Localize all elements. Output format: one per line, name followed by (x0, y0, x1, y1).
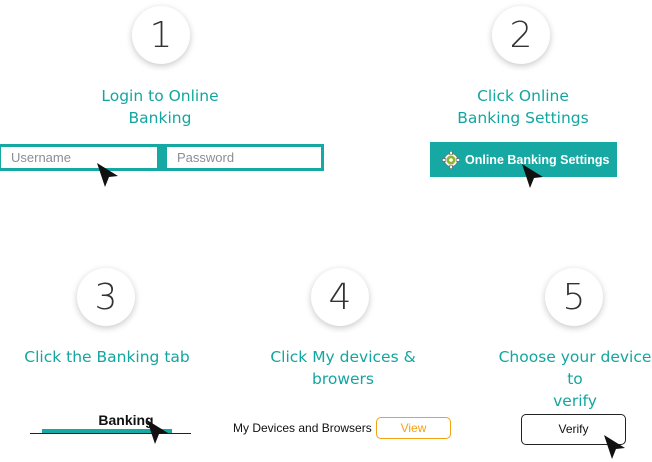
step-2-number: 2 (492, 6, 550, 64)
tab-divider (30, 433, 191, 434)
step-1-label-line-1: Login to Online (101, 87, 219, 105)
online-banking-settings-label: Online Banking Settings (465, 152, 610, 167)
view-button[interactable]: View (376, 417, 451, 439)
username-field[interactable]: Username (1, 147, 157, 168)
step-5-label-line-2: verify (553, 392, 597, 410)
password-field[interactable]: Password (167, 147, 321, 168)
step-4-label-line-1: Click My devices & (270, 348, 416, 366)
step-5-label: Choose your device to verify (492, 346, 652, 412)
banking-tab-underline (42, 429, 172, 433)
step-3-number: 3 (77, 268, 135, 326)
banking-tab[interactable]: Banking (98, 412, 154, 428)
step-2-label-line-2: Banking Settings (457, 109, 589, 127)
step-5-number: 5 (545, 268, 603, 326)
step-1-label: Login to Online Banking (80, 85, 240, 129)
arrow-cursor-icon (147, 420, 168, 444)
step-4-label-line-2: browers (311, 370, 374, 388)
online-banking-settings-button[interactable]: Online Banking Settings (430, 142, 617, 177)
my-devices-label: My Devices and Browsers (233, 421, 372, 435)
step-3-label-line-1: Click the Banking tab (24, 348, 190, 366)
step-4-number: 4 (311, 268, 369, 326)
arrow-cursor-icon (604, 435, 625, 459)
step-4-label: Click My devices & browers (262, 346, 424, 390)
verify-button[interactable]: Verify (521, 414, 626, 445)
arrow-cursor-icon (97, 163, 118, 187)
step-1-label-line-2: Banking (128, 109, 192, 127)
step-2-label: Click Online Banking Settings (438, 85, 608, 129)
step-3-label: Click the Banking tab (20, 346, 194, 368)
step-2-label-line-1: Click Online (477, 87, 569, 105)
arrow-cursor-icon (522, 164, 543, 188)
step-5-label-line-1: Choose your device to (498, 348, 652, 388)
step-1-number: 1 (132, 6, 190, 64)
gear-icon (442, 150, 460, 169)
